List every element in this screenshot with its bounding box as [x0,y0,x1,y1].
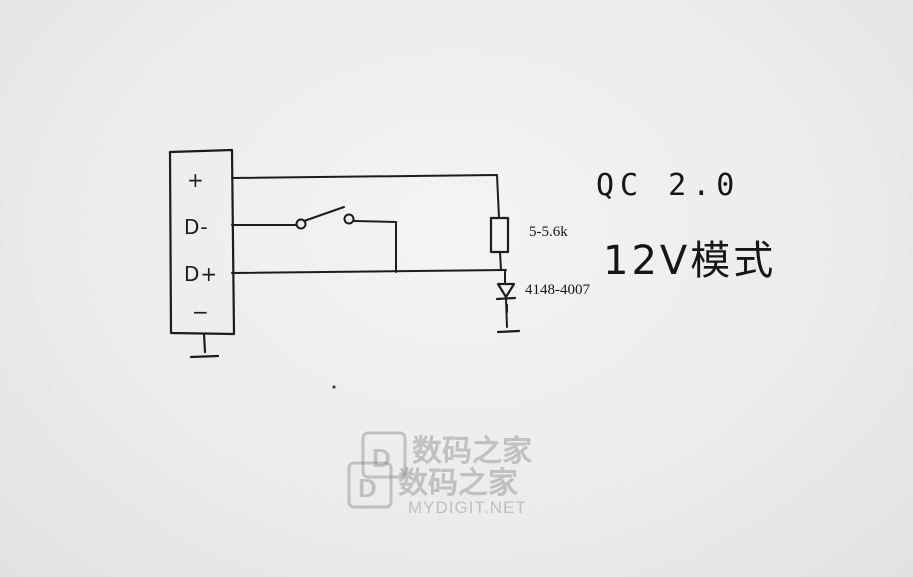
switch-contact-right [343,213,355,225]
pin-label-dminus: D- [184,215,209,239]
vplus-wire [231,174,500,219]
svg-text:D: D [372,443,391,473]
pin-label-dplus: D+ [184,262,219,286]
protocol-title: QC 2.0 [596,168,741,203]
connector-outline [168,148,236,336]
resistor-body [489,216,510,254]
watermark-logo [347,431,407,509]
watermark-cn-top: 数码之家 [412,434,532,469]
diode-part-label: 4148-4007 [525,282,590,298]
diode-lead-bottom [505,298,508,328]
dplus-wire [231,269,507,274]
mode-title: 12V模式 [603,238,777,284]
switch-lever [303,206,345,222]
pin-label-gnd: − [192,300,210,324]
diode-triangle [496,282,516,299]
watermark-en: MYDIGIT.NET [408,498,527,517]
svg-text:D: D [358,473,377,503]
switch-contact-left [295,218,307,230]
pin-label-vplus: + [187,168,205,192]
watermark-logo-letters: D D [358,443,391,503]
watermark-cn: 数码之家 [398,466,518,501]
connector-ground-bar [189,354,220,359]
switch-out-wire [353,220,397,273]
diode-ground-bar [496,329,521,334]
resistor-lead [499,251,502,271]
resistor-value-label: 5-5.6k [529,224,568,240]
connector-ground-stem [202,332,207,354]
paper-speck [332,385,336,389]
